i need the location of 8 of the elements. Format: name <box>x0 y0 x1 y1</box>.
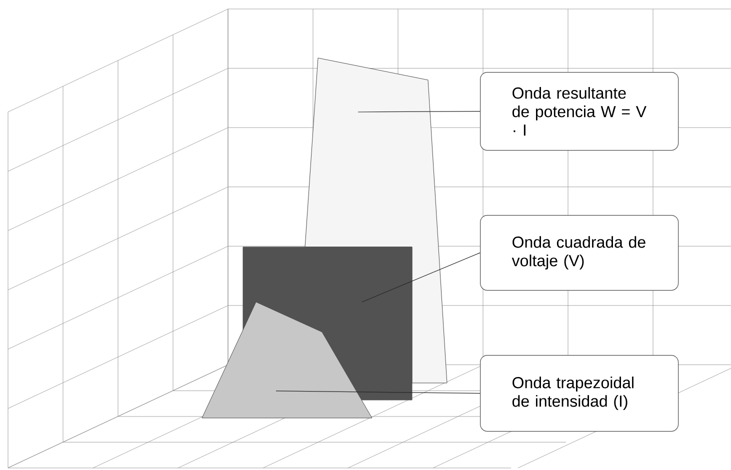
callout-box: Onda resultante de potencia W = V · I <box>480 72 679 151</box>
leader-line <box>362 252 480 302</box>
leader-line <box>358 111 480 112</box>
callout-box: Onda trapezoidal de intensidad (I) <box>480 354 679 432</box>
leader-line <box>276 390 480 394</box>
power-wave-shape <box>304 58 448 384</box>
callout-box: Onda cuadrada de voltaje (V) <box>480 214 679 291</box>
current-wave-shape <box>202 302 372 418</box>
